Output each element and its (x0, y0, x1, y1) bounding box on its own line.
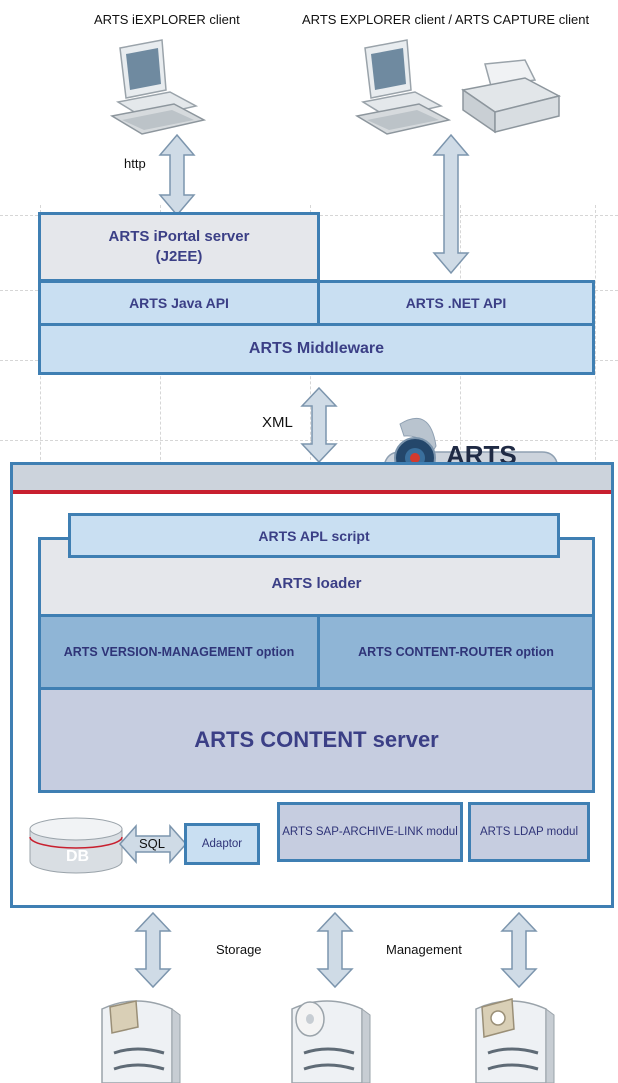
java-api-label: ARTS Java API (129, 295, 229, 311)
adaptor-box: Adaptor (184, 823, 260, 865)
content-router-label: ARTS CONTENT-ROUTER option (358, 645, 554, 659)
apl-script-box: ARTS APL script (68, 513, 560, 558)
version-management-label: ARTS VERSION-MANAGEMENT option (63, 645, 295, 659)
iportal-server-title: ARTS iPortal server (108, 228, 250, 245)
loader-label: ARTS loader (271, 575, 362, 592)
explorer-double-arrow (432, 133, 470, 275)
container-header-band (13, 465, 611, 490)
http-label: http (124, 156, 146, 171)
ldap-box: ARTS LDAP modul (468, 802, 590, 862)
sql-label: SQL (139, 836, 166, 851)
drive-server-icon (475, 998, 555, 1083)
middle-double-arrow (316, 911, 354, 989)
computer-icon (354, 39, 452, 135)
scanner-icon (461, 59, 562, 134)
http-double-arrow (158, 133, 196, 217)
content-server-label: ARTS CONTENT server (194, 727, 439, 752)
grid-line (0, 440, 618, 441)
database-icon (29, 817, 123, 874)
computer-icon (109, 39, 207, 135)
adaptor-label: Adaptor (201, 838, 243, 850)
sap-archive-link-label: ARTS SAP-ARCHIVE-LINK modul (282, 826, 458, 838)
grid-line (595, 205, 596, 475)
version-management-box: ARTS VERSION-MANAGEMENT option (38, 614, 320, 690)
content-server-box: ARTS CONTENT server (38, 687, 595, 793)
storage-label: Storage (216, 942, 262, 957)
net-api-box: ARTS .NET API (317, 280, 595, 326)
storage-double-arrow (134, 911, 172, 989)
explorer-client-label: ARTS EXPLORER client / ARTS CAPTURE clie… (302, 12, 590, 27)
content-router-box: ARTS CONTENT-ROUTER option (317, 614, 595, 690)
management-label: Management (386, 942, 462, 957)
iexplorer-client-label: ARTS iEXPLORER client (94, 12, 240, 27)
db-label: DB (66, 848, 90, 865)
tape-server-icon (101, 1000, 181, 1083)
middleware-label: ARTS Middleware (248, 340, 385, 357)
management-double-arrow (500, 911, 538, 989)
apl-script-label: ARTS APL script (258, 527, 370, 544)
disc-server-icon (291, 1000, 371, 1083)
ldap-label: ARTS LDAP modul (479, 826, 578, 838)
java-api-box: ARTS Java API (38, 280, 320, 326)
sap-archive-link-box: ARTS SAP-ARCHIVE-LINK modul (277, 802, 463, 862)
iportal-server-box: ARTS iPortal server (J2EE) (38, 212, 320, 282)
xml-double-arrow (300, 386, 338, 464)
net-api-label: ARTS .NET API (405, 295, 507, 311)
red-divider-line (13, 490, 611, 494)
iportal-server-subtitle: (J2EE) (155, 248, 203, 265)
xml-label: XML (262, 414, 293, 431)
middleware-box: ARTS Middleware (38, 323, 595, 375)
